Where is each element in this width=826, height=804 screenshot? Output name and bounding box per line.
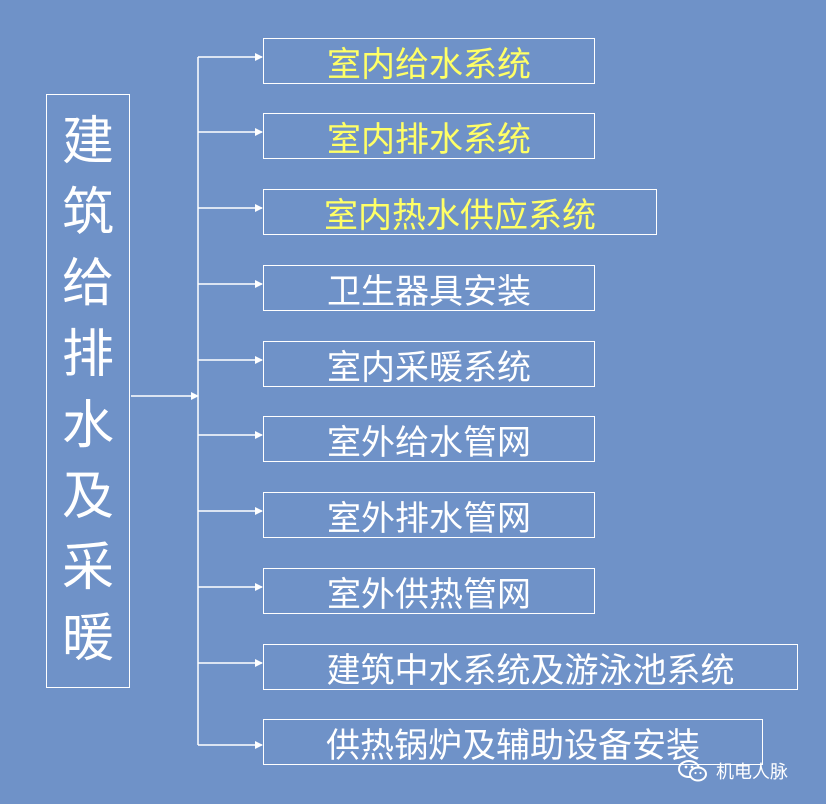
child-node-10: 供热锅炉及辅助设备安装 [263,719,763,765]
child-node-5: 室内采暖系统 [263,341,595,387]
root-char: 采 [61,538,114,598]
child-label: 卫生器具安装 [327,271,531,311]
root-char: 筑 [61,183,114,243]
root-char: 水 [61,396,114,456]
root-node: 建 筑 给 排 水 及 采 暖 [46,94,130,688]
root-char: 排 [61,325,114,385]
child-label: 室外供热管网 [327,574,531,614]
child-label: 室内热水供应系统 [324,195,596,235]
child-node-3: 室内热水供应系统 [263,189,657,235]
watermark: 机电人脉 [678,756,788,786]
child-node-8: 室外供热管网 [263,568,595,614]
child-node-2: 室内排水系统 [263,113,595,159]
root-char: 暖 [61,609,114,669]
child-label: 室内排水系统 [327,119,531,159]
child-label: 室内给水系统 [327,44,531,84]
child-label: 室内采暖系统 [327,347,531,387]
root-char: 及 [61,467,114,527]
child-label: 供热锅炉及辅助设备安装 [326,725,700,765]
child-node-4: 卫生器具安装 [263,265,595,311]
root-char: 建 [61,112,114,172]
child-label: 建筑中水系统及游泳池系统 [326,650,735,690]
child-label: 室外排水管网 [327,498,531,538]
child-node-7: 室外排水管网 [263,492,595,538]
wechat-icon [678,760,707,782]
child-node-1: 室内给水系统 [263,38,595,84]
child-node-6: 室外给水管网 [263,416,595,462]
child-node-9: 建筑中水系统及游泳池系统 [263,644,798,690]
child-label: 室外给水管网 [327,422,531,462]
root-char: 给 [61,254,114,314]
watermark-text: 机电人脉 [716,762,788,783]
